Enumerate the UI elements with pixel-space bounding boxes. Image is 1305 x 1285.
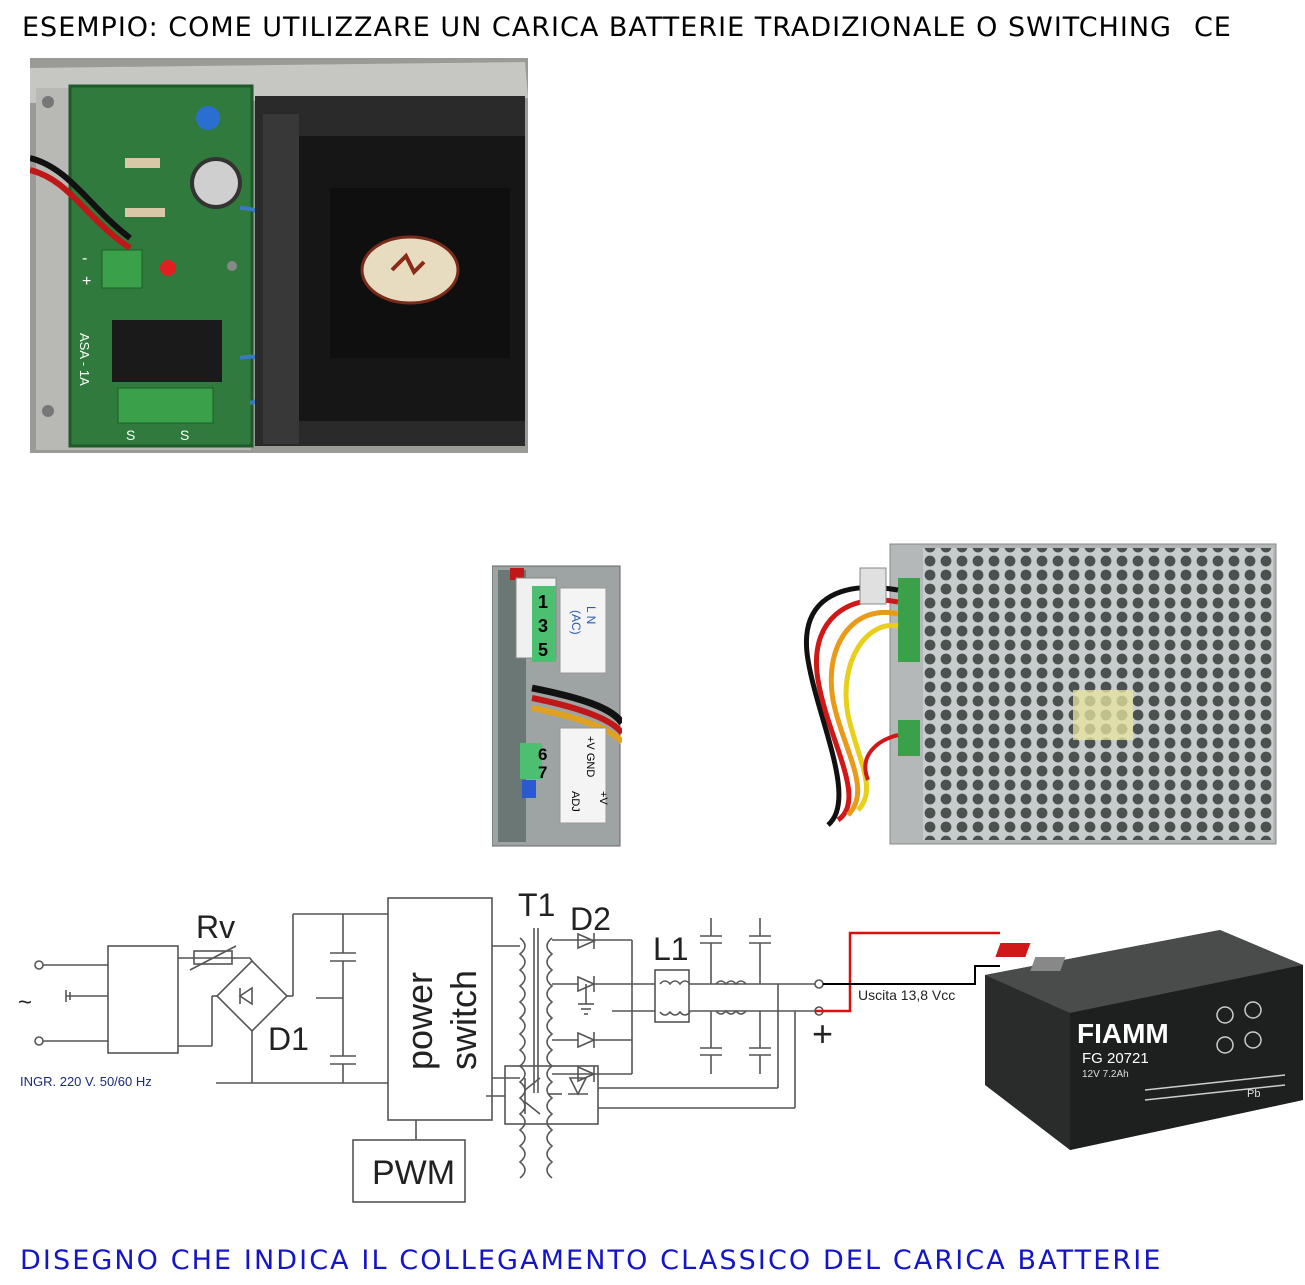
ce-mark: CE xyxy=(1193,12,1232,43)
fiamm-battery: FIAMM FG 20721 12V 7.2Ah Pb xyxy=(985,930,1303,1150)
page-title-text: ESEMPIO: COME UTILIZZARE UN CARICA BATTE… xyxy=(22,12,1172,43)
charger-schematic: Rv D1 T1 D2 L1 ~ power switch PWM INGR. … xyxy=(18,887,1000,1203)
capacitor xyxy=(194,161,238,205)
ac-mark-1: S xyxy=(126,427,135,443)
battery-model: FG 20721 xyxy=(1082,1050,1149,1067)
terminal-minus: - xyxy=(82,250,87,267)
recycle-icon xyxy=(1244,1031,1262,1049)
power-switch-block xyxy=(387,897,493,1121)
output-num-7: 7 xyxy=(538,763,547,782)
varistor xyxy=(193,950,233,965)
input-num-1: 1 xyxy=(538,592,548,612)
trimmer xyxy=(196,106,220,130)
switching-psu-top-photo xyxy=(804,543,1277,845)
pcb-label: ASA - 1A xyxy=(77,333,92,386)
manual-icon xyxy=(1216,1036,1234,1054)
negative-terminal xyxy=(1030,957,1066,971)
label-plus: + xyxy=(812,1013,833,1054)
emi-filter-box xyxy=(107,945,179,1054)
battery-brand: FIAMM xyxy=(1077,1018,1169,1049)
no-fire-icon xyxy=(1244,1001,1262,1019)
label-d1: D1 xyxy=(268,1021,309,1057)
label-switch: switch xyxy=(443,970,484,1070)
traditional-charger-photo: ASA - 1A - + S S xyxy=(30,58,528,453)
input-num-3: 3 xyxy=(538,616,548,636)
input-terminal-n xyxy=(34,1036,44,1046)
positive-terminal xyxy=(995,943,1031,957)
output-label-v: +V xyxy=(597,791,609,805)
transformer-primary xyxy=(518,937,526,1179)
label-l1: L1 xyxy=(653,931,689,967)
transformer-secondary xyxy=(546,937,554,1179)
battery-pb: Pb xyxy=(1247,1088,1260,1100)
label-output: Uscita 13,8 Vcc xyxy=(858,987,955,1003)
ac-symbol: ~ xyxy=(18,989,32,1016)
optocoupler xyxy=(504,1065,599,1125)
label-pwm: PWM xyxy=(372,1154,455,1192)
label-d2: D2 xyxy=(570,901,611,937)
pwm-block xyxy=(352,1139,466,1203)
output-num-6: 6 xyxy=(538,745,547,764)
output-label-adj: ADJ xyxy=(569,791,581,812)
battery-spec: 12V 7.2Ah xyxy=(1082,1069,1129,1080)
label-input: INGR. 220 V. 50/60 Hz xyxy=(20,1074,152,1089)
input-label-ln: L N xyxy=(584,606,598,624)
relay xyxy=(112,320,222,382)
terminal-block xyxy=(898,578,920,662)
output-label-vgnd: +V GND xyxy=(584,736,596,777)
ac-mark-2: S xyxy=(180,427,189,443)
label-rv: Rv xyxy=(196,909,235,945)
footer-title: DISEGNO CHE INDICA IL COLLEGAMENTO CLASS… xyxy=(20,1245,1163,1276)
input-terminal xyxy=(532,586,556,662)
label-t1: T1 xyxy=(518,887,555,923)
negative-lead xyxy=(823,965,1000,985)
input-label-ac: (AC) xyxy=(569,610,583,635)
input-num-5: 5 xyxy=(538,640,548,660)
page-title: ESEMPIO: COME UTILIZZARE UN CARICA BATTE… xyxy=(22,12,1232,43)
rectifier-diodes xyxy=(577,932,596,1083)
switching-psu-side-photo: 1 3 5 L N (AC) 6 7 +V GND +V ADJ xyxy=(492,565,622,847)
label-power: power xyxy=(399,972,440,1070)
positive-lead xyxy=(815,931,1000,1013)
output-terminal-neg xyxy=(814,979,824,989)
terminal-plus: + xyxy=(82,273,91,290)
led xyxy=(160,260,176,276)
output-terminal xyxy=(520,743,542,779)
input-terminal-l xyxy=(34,960,44,970)
warning-icon xyxy=(1216,1006,1234,1024)
logo-sticker xyxy=(360,235,460,305)
inductor-l1 xyxy=(654,969,690,1023)
